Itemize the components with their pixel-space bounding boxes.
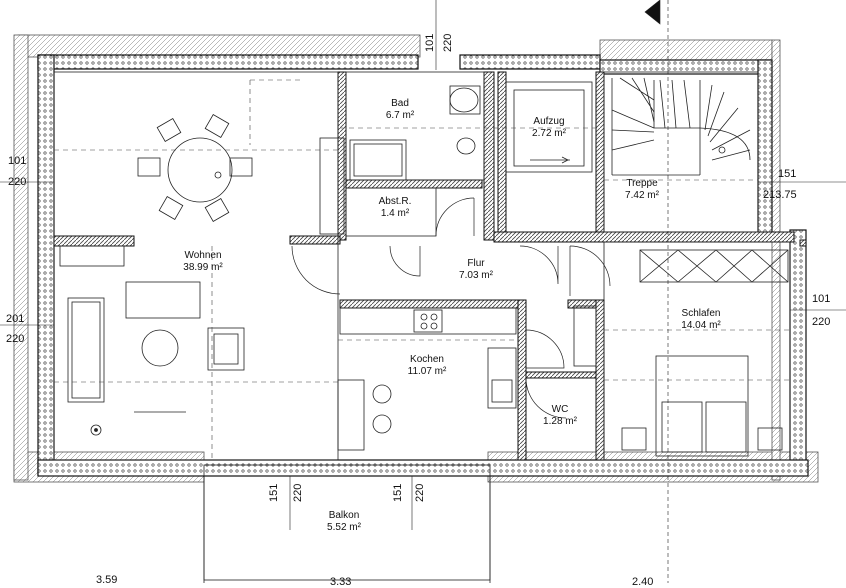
- dim-bottom-mid: 3.33: [330, 576, 352, 588]
- dim-top-220: 220: [442, 33, 454, 52]
- dim-right-upper-151: 151: [778, 168, 797, 180]
- dim-right-upper-21375: 213.75: [763, 189, 797, 201]
- room-treppe: Treppe 7.42 m²: [614, 178, 670, 202]
- room-abstr: Abst.R. 1.4 m²: [370, 196, 420, 220]
- room-bad: Bad 6.7 m²: [380, 98, 420, 122]
- dim-left-upper-101: 101: [8, 155, 27, 167]
- room-area: 14.04 m²: [681, 320, 721, 331]
- room-name: Treppe: [626, 178, 658, 189]
- living-furniture: [59, 114, 253, 436]
- room-area: 38.99 m²: [183, 262, 223, 273]
- bath-fixtures: [319, 85, 481, 235]
- interior-walls: [53, 71, 807, 461]
- room-flur: Flur 7.03 m²: [448, 258, 504, 282]
- room-name: Wohnen: [184, 250, 222, 261]
- room-name: Schlafen: [681, 308, 721, 319]
- elevator: [530, 156, 570, 164]
- dim-right-lower-220: 220: [812, 316, 831, 328]
- balcony-structure: [203, 476, 491, 583]
- room-name: Balkon: [328, 510, 360, 521]
- dim-left-upper-220: 220: [8, 176, 27, 188]
- dim-bottom-359: 3.59: [96, 574, 118, 586]
- dim-bottom-a-151: 151: [268, 483, 280, 502]
- dim-bottom-b-151: 151: [392, 483, 404, 502]
- dim-left-lower-201: 201: [6, 313, 25, 325]
- dim-top-101: 101: [424, 33, 436, 52]
- room-schlafen: Schlafen 14.04 m²: [668, 308, 734, 332]
- room-wc: WC 1.28 m²: [534, 404, 586, 428]
- room-area: 7.42 m²: [625, 190, 659, 201]
- room-kochen: Kochen 11.07 m²: [396, 354, 458, 378]
- room-balkon: Balkon 5.52 m²: [316, 510, 372, 534]
- exterior-walls: [37, 54, 809, 477]
- room-aufzug: Aufzug 2.72 m²: [522, 116, 576, 140]
- dim-bottom-a-220: 220: [292, 483, 304, 502]
- room-area: 1.4 m²: [380, 208, 410, 219]
- room-name: Flur: [467, 258, 485, 269]
- room-name: Kochen: [410, 354, 444, 365]
- room-name: Bad: [391, 98, 409, 109]
- room-name: Abst.R.: [378, 196, 412, 207]
- staircase: [611, 77, 751, 176]
- dim-bottom-right: 2.40: [632, 576, 654, 588]
- room-wohnen: Wohnen 38.99 m²: [172, 250, 234, 274]
- dim-left-lower-220: 220: [6, 333, 25, 345]
- room-name: Aufzug: [533, 116, 565, 127]
- room-name: WC: [551, 404, 569, 415]
- room-area: 1.28 m²: [543, 416, 577, 427]
- room-area: 5.52 m²: [327, 522, 361, 533]
- dim-right-lower-101: 101: [812, 293, 831, 305]
- kitchen-fixtures: [337, 307, 517, 451]
- bedroom-furniture: [573, 249, 789, 457]
- room-area: 7.03 m²: [459, 270, 493, 281]
- dashed-lines: [54, 79, 790, 460]
- dim-bottom-b-220: 220: [414, 483, 426, 502]
- room-area: 6.7 m²: [385, 110, 415, 121]
- room-area: 2.72 m²: [532, 128, 566, 139]
- room-area: 11.07 m²: [407, 366, 447, 377]
- door-swings: [291, 197, 611, 419]
